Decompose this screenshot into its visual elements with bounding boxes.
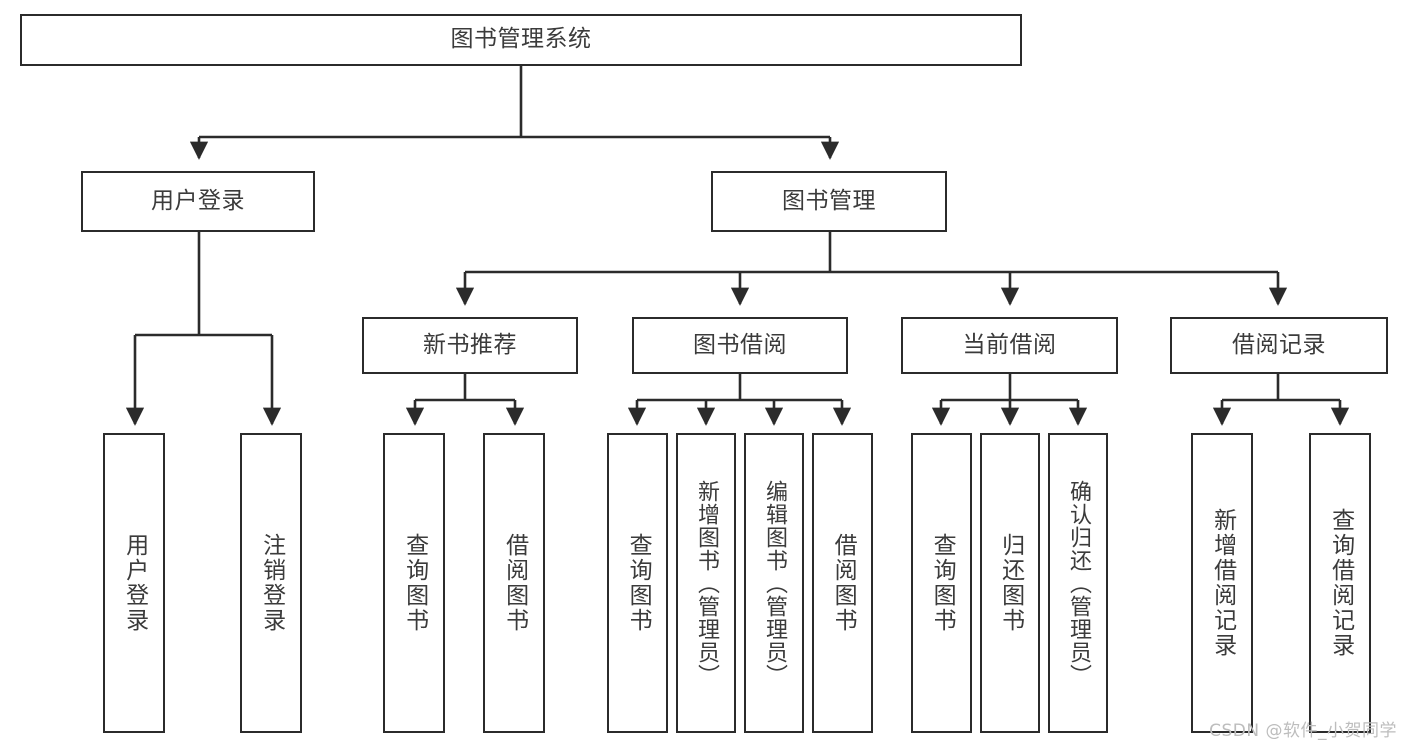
leaf-current-borrow-query[interactable]: 查询图书	[911, 433, 972, 733]
node-label: 确认归还（管理员）	[1065, 479, 1091, 687]
node-borrow-record[interactable]: 借阅记录	[1170, 317, 1388, 374]
leaf-book-borrow-borrow[interactable]: 借阅图书	[812, 433, 873, 733]
leaf-new-book-borrow[interactable]: 借阅图书	[483, 433, 545, 733]
node-label: 编辑图书（管理员）	[761, 479, 787, 687]
node-label: 查询借阅记录	[1327, 508, 1354, 658]
node-label: 查询图书	[625, 533, 652, 633]
node-label: 当前借阅	[962, 331, 1057, 358]
node-label: 查询图书	[929, 533, 956, 633]
node-label: 用户登录	[151, 187, 245, 214]
node-label: 图书管理	[782, 187, 876, 214]
leaf-new-book-query[interactable]: 查询图书	[383, 433, 445, 733]
leaf-book-borrow-query[interactable]: 查询图书	[607, 433, 668, 733]
leaf-current-borrow-return[interactable]: 归还图书	[980, 433, 1040, 733]
leaf-user-login-logout[interactable]: 注销登录	[240, 433, 302, 733]
node-label: 新书推荐	[423, 331, 517, 358]
leaf-user-login-login[interactable]: 用户登录	[103, 433, 165, 733]
csdn-watermark: CSDN @软件_小贺同学	[1209, 721, 1397, 741]
node-label: 新增图书（管理员）	[693, 479, 719, 687]
node-label: 借阅图书	[830, 533, 857, 633]
node-user-login[interactable]: 用户登录	[81, 171, 315, 232]
node-book-management[interactable]: 图书管理	[711, 171, 947, 232]
leaf-book-borrow-add[interactable]: 新增图书（管理员）	[676, 433, 736, 733]
leaf-borrow-record-query[interactable]: 查询借阅记录	[1309, 433, 1371, 733]
leaf-current-borrow-confirm-return[interactable]: 确认归还（管理员）	[1048, 433, 1108, 733]
node-label: 注销登录	[258, 533, 285, 633]
node-label: 图书管理系统	[450, 26, 592, 53]
node-label: 借阅图书	[501, 533, 528, 633]
node-label: 借阅记录	[1232, 331, 1326, 358]
node-root-system[interactable]: 图书管理系统	[20, 14, 1022, 66]
node-label: 用户登录	[121, 533, 148, 633]
node-current-borrow[interactable]: 当前借阅	[901, 317, 1118, 374]
node-book-borrow[interactable]: 图书借阅	[632, 317, 848, 374]
node-new-book-recommend[interactable]: 新书推荐	[362, 317, 578, 374]
node-label: 归还图书	[997, 533, 1024, 633]
node-label: 图书借阅	[693, 331, 787, 358]
node-label: 新增借阅记录	[1209, 508, 1236, 658]
leaf-book-borrow-edit[interactable]: 编辑图书（管理员）	[744, 433, 804, 733]
leaf-borrow-record-add[interactable]: 新增借阅记录	[1191, 433, 1253, 733]
node-label: 查询图书	[401, 533, 428, 633]
